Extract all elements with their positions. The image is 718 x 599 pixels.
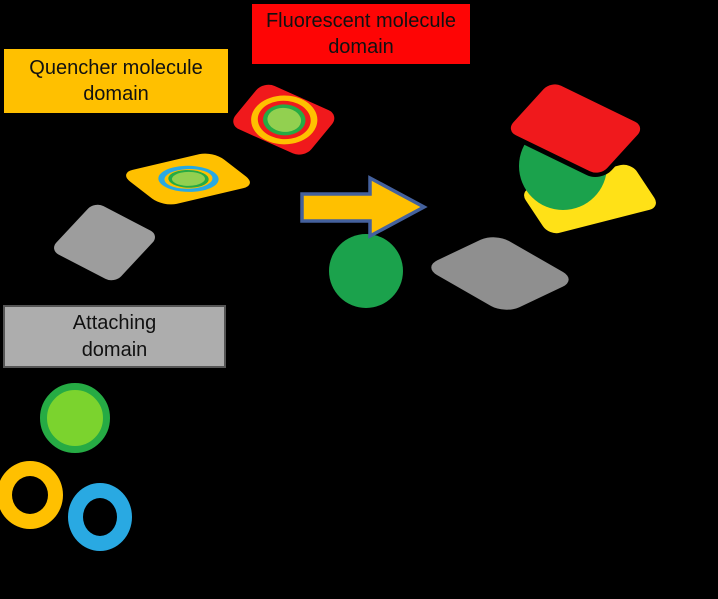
assembled-attaching-layer	[423, 233, 577, 314]
blue-ring-molecule	[68, 483, 132, 551]
attaching-domain-label: Attaching domain	[3, 305, 226, 368]
attaching-tile	[36, 192, 173, 294]
fluorescent-tile	[218, 74, 349, 166]
fluorescent-domain-label: Fluorescent molecule domain	[252, 4, 470, 64]
quencher-tile	[119, 150, 258, 207]
attaching-molecule	[40, 383, 110, 453]
right-arrow-shape	[300, 175, 428, 239]
green-molecule	[329, 234, 403, 308]
right-arrow-icon	[300, 175, 428, 239]
yellow-ring-molecule	[0, 461, 63, 529]
quencher-domain-label: Quencher molecule domain	[4, 49, 228, 113]
